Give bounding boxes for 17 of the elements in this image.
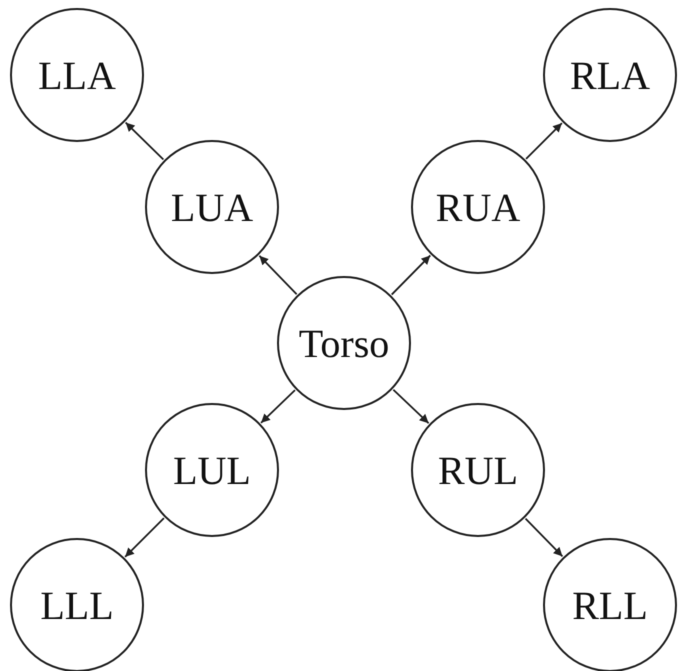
arrow: [258, 255, 298, 295]
node-label: Torso: [298, 320, 390, 366]
node-label: LLL: [40, 582, 114, 628]
arrow: [524, 518, 564, 557]
node-label: RLL: [572, 582, 648, 628]
arrow: [525, 122, 563, 160]
arrow: [125, 122, 164, 160]
arrow: [124, 517, 165, 558]
node-label: RLA: [570, 52, 650, 98]
node-label: RUA: [436, 184, 520, 230]
arrow: [260, 390, 296, 424]
arrow: [391, 254, 431, 296]
arrow: [392, 389, 430, 424]
node-label: RUL: [438, 446, 518, 494]
node-label: LUA: [170, 184, 254, 230]
node-label: LUL: [173, 446, 251, 494]
node-label: LLA: [38, 52, 116, 98]
